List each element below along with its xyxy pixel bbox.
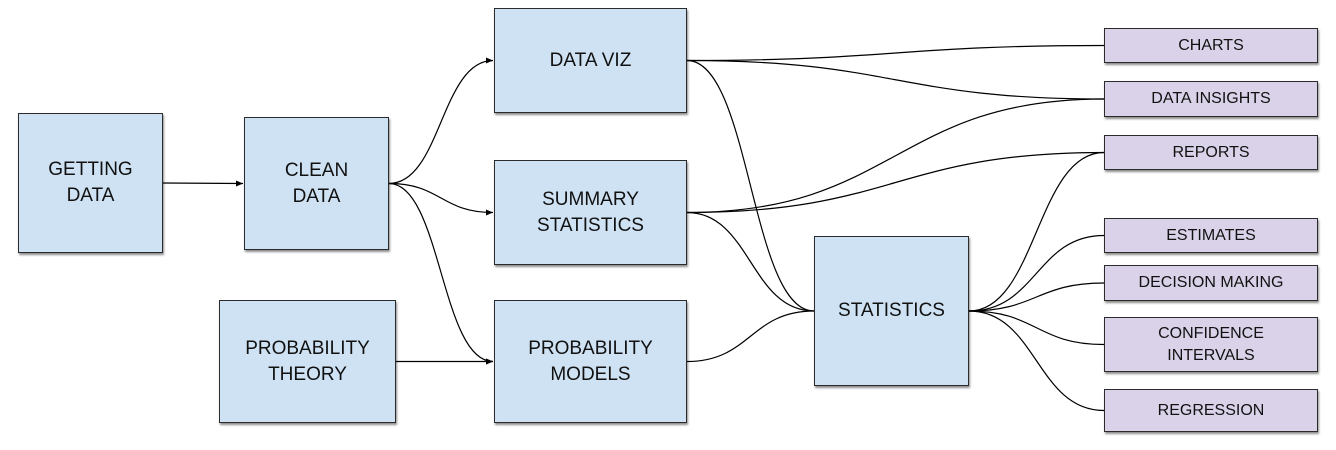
node-summary-statistics: SUMMARY STATISTICS xyxy=(494,160,687,265)
node-clean-data: CLEAN DATA xyxy=(244,117,389,250)
node-probability-theory: PROBABILITY THEORY xyxy=(219,300,396,423)
node-getting-data: GETTING DATA xyxy=(18,113,163,253)
connector-statistics-to-reports xyxy=(968,151,1105,312)
node-reports: REPORTS xyxy=(1104,135,1318,170)
connector-clean-data-to-probability-models xyxy=(388,182,494,365)
connector-statistics-to-regression xyxy=(968,310,1105,412)
connector-clean-data-to-summary-statistics xyxy=(388,182,494,216)
node-data-insights: DATA INSIGHTS xyxy=(1104,81,1318,117)
connector-summary-statistics-to-reports xyxy=(686,151,1105,214)
connector-data-viz-to-data-insights xyxy=(686,59,1105,100)
connector-clean-data-to-data-viz xyxy=(388,57,494,185)
connector-summary-statistics-to-data-insights xyxy=(686,98,1105,214)
connector-getting-data-to-clean-data xyxy=(162,180,244,187)
node-data-viz: DATA VIZ xyxy=(494,8,687,113)
node-confidence-intervals: CONFIDENCE INTERVALS xyxy=(1104,317,1318,372)
connector-summary-statistics-to-statistics xyxy=(686,211,815,312)
connector-statistics-to-confidence-intervals xyxy=(968,310,1105,346)
node-probability-models: PROBABILITY MODELS xyxy=(494,300,687,423)
node-charts: CHARTS xyxy=(1104,28,1318,63)
connector-probability-models-to-statistics xyxy=(686,310,815,363)
node-statistics: STATISTICS xyxy=(814,236,969,386)
connector-data-viz-to-statistics xyxy=(686,59,815,312)
connector-statistics-to-estimates xyxy=(968,234,1105,312)
node-regression: REGRESSION xyxy=(1104,389,1318,432)
node-decision-making: DECISION MAKING xyxy=(1104,265,1318,301)
connector-statistics-to-decision-making xyxy=(968,282,1105,312)
node-estimates: ESTIMATES xyxy=(1104,218,1318,253)
connector-data-viz-to-charts xyxy=(686,44,1105,62)
